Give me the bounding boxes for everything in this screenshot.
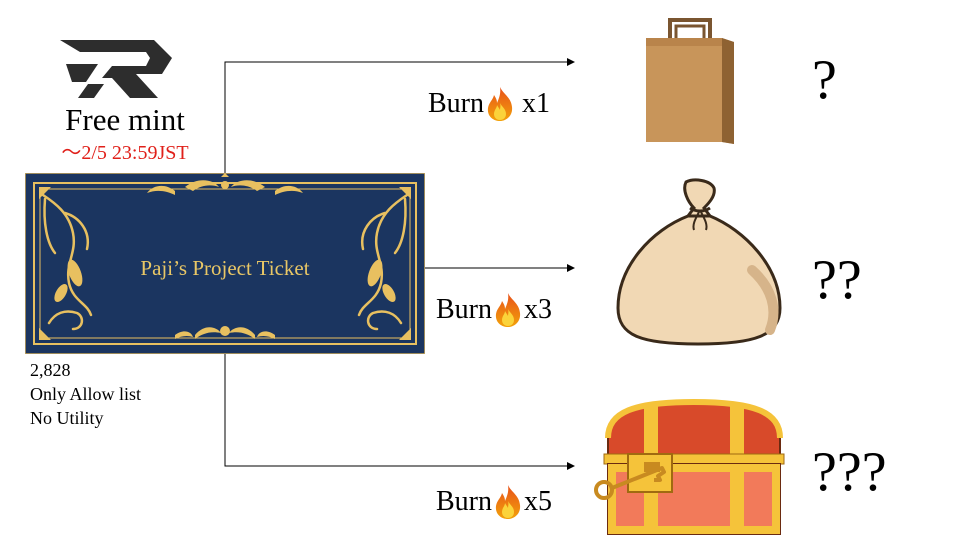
paper-bag-icon (642, 16, 736, 146)
flame-icon (484, 86, 516, 122)
mystery-reward-tier-3: ??? (812, 442, 887, 502)
burn-multiplier: x1 (522, 88, 550, 120)
ticket-info: 2,828 Only Allow list No Utility (30, 358, 141, 430)
burn-text: Burn (436, 294, 492, 326)
ticket-utility: No Utility (30, 406, 141, 430)
flame-icon (492, 292, 524, 328)
flame-icon (492, 484, 524, 520)
mystery-reward-tier-2: ?? (812, 250, 862, 310)
ticket-title: Paji’s Project Ticket (25, 256, 425, 281)
burn-label-tier-2: Burn x3 (436, 292, 552, 328)
burn-label-tier-3: Burn x5 (436, 484, 552, 520)
treasure-chest-icon (594, 398, 794, 538)
burn-text: Burn (436, 486, 492, 518)
burn-multiplier: x3 (524, 294, 552, 326)
burn-multiplier: x5 (524, 486, 552, 518)
connector-tier-3 (225, 354, 574, 466)
burn-label-tier-1: Burn x1 (428, 86, 550, 122)
sack-icon (612, 178, 786, 346)
burn-text: Burn (428, 88, 484, 120)
mystery-reward-tier-1: ? (812, 50, 837, 110)
ticket-allow-list: Only Allow list (30, 382, 141, 406)
ticket-supply: 2,828 (30, 358, 141, 382)
